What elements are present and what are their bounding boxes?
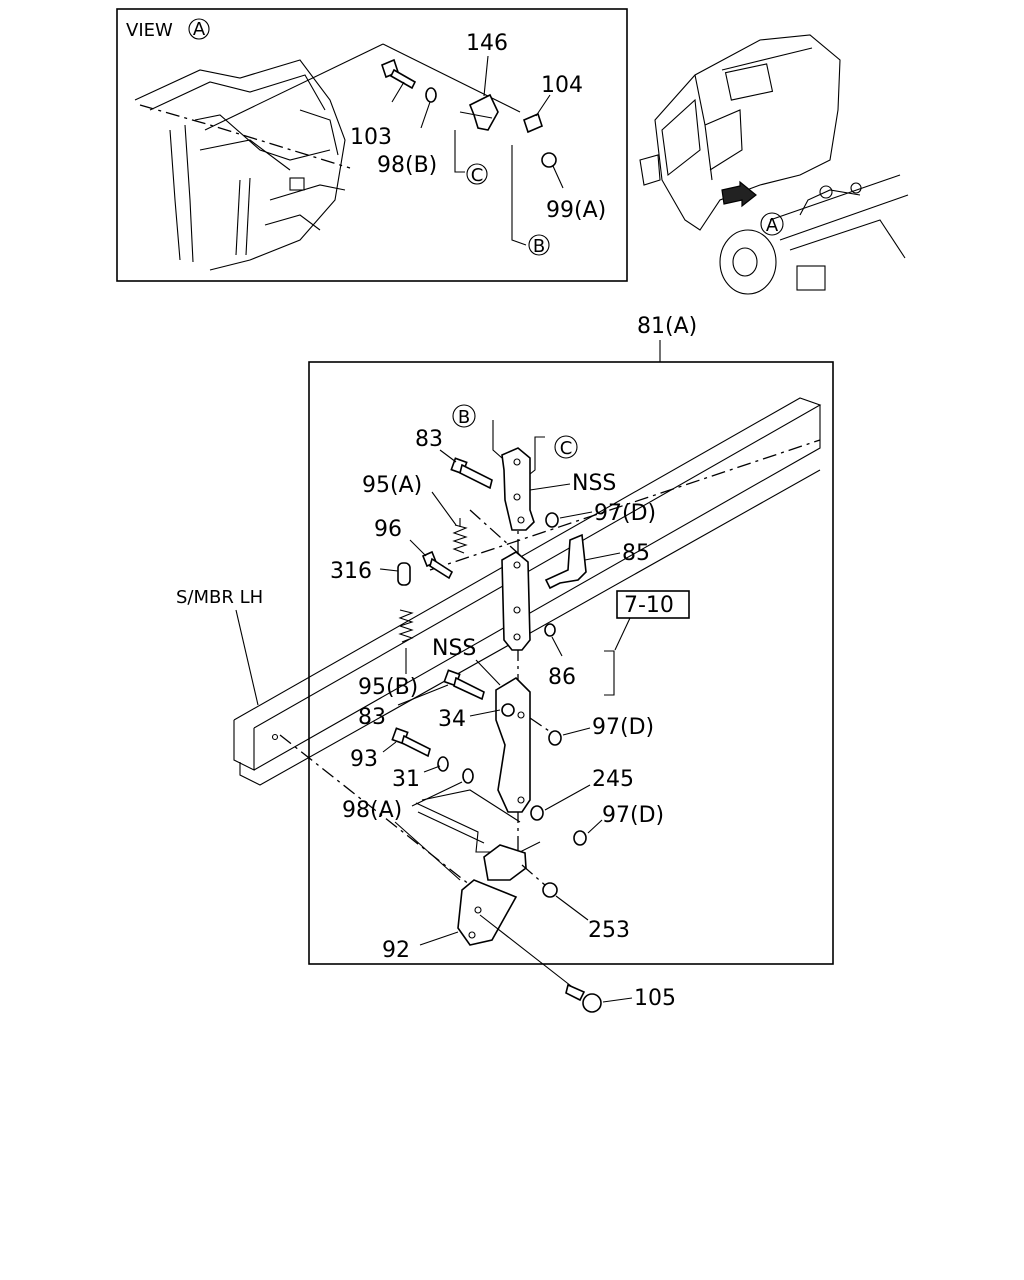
washer-31 xyxy=(437,756,449,772)
label-146: 146 xyxy=(466,31,508,56)
spring-95a xyxy=(452,518,468,554)
ref-circle-c-view xyxy=(466,163,488,185)
washer-245 xyxy=(530,805,544,821)
label-93: 93 xyxy=(350,747,378,772)
label-34: 34 xyxy=(438,707,466,732)
label-96: 96 xyxy=(374,517,402,542)
label-nss-top: NSS xyxy=(572,471,616,496)
washer-98a xyxy=(462,768,474,784)
washer-97d-top xyxy=(545,512,559,528)
bracket-92 xyxy=(457,844,527,946)
ref-circle-c-main xyxy=(554,435,578,459)
spring-95b xyxy=(398,609,414,643)
truck-callout-letter: A xyxy=(766,215,779,236)
label-97d-3: 97(D) xyxy=(602,803,664,828)
truck-callout-circle xyxy=(760,212,784,236)
label-97d-2: 97(D) xyxy=(592,715,654,740)
bracket-146 xyxy=(459,93,499,131)
pin-83-mid xyxy=(443,669,485,701)
washer-98b xyxy=(425,87,437,103)
clip-86 xyxy=(544,623,556,637)
lower-link xyxy=(495,676,531,813)
bolt-105 xyxy=(479,914,602,1013)
ref-letter-c-view: C xyxy=(471,165,484,186)
ref-circle-b-main xyxy=(452,404,476,428)
label-253: 253 xyxy=(588,918,630,943)
label-smbr-lh: S/MBR LH xyxy=(176,587,263,608)
label-95b: 95(B) xyxy=(358,675,418,700)
label-245: 245 xyxy=(592,767,634,792)
label-105: 105 xyxy=(634,986,676,1011)
nut-253 xyxy=(542,882,558,898)
ref-letter-b-main: B xyxy=(458,407,470,428)
upper-link xyxy=(501,447,535,531)
label-nss-mid: NSS xyxy=(432,636,476,661)
label-83-mid: 83 xyxy=(358,705,386,730)
pin-93 xyxy=(391,727,431,758)
truck-illustration: A xyxy=(639,34,909,295)
view-a-inset: VIEW A xyxy=(116,8,628,282)
ref-circle-b-view xyxy=(528,234,550,256)
lever-85 xyxy=(544,533,587,590)
bolt-103 xyxy=(381,58,417,90)
washer-97d-bottom xyxy=(573,830,587,846)
label-98a: 98(A) xyxy=(342,798,402,823)
ref-box-7-10 xyxy=(616,590,690,619)
bushing-34 xyxy=(501,703,515,717)
pin-96 xyxy=(421,550,454,580)
assembly-frame xyxy=(308,361,834,965)
pin-83-top xyxy=(450,457,493,490)
label-97d-1: 97(D) xyxy=(594,501,656,526)
bolt-104 xyxy=(523,112,543,134)
label-7-10: 7-10 xyxy=(624,593,674,618)
middle-link xyxy=(501,551,531,651)
view-a-title: VIEW xyxy=(126,20,173,41)
pin-316 xyxy=(397,562,411,586)
label-86: 86 xyxy=(548,665,576,690)
leader-b-main xyxy=(492,420,503,459)
label-103: 103 xyxy=(350,125,392,150)
label-104: 104 xyxy=(541,73,583,98)
label-85: 85 xyxy=(622,541,650,566)
nut-99a xyxy=(541,152,557,168)
ref-letter-b-view: B xyxy=(533,236,545,257)
view-a-frame xyxy=(116,8,628,282)
view-leader-line xyxy=(204,43,384,131)
label-99a: 99(A) xyxy=(546,198,606,223)
washer-97d-mid xyxy=(548,730,562,746)
view-a-circle-letter: A xyxy=(193,19,206,40)
view-a-circle xyxy=(188,18,210,40)
label-83-top: 83 xyxy=(415,427,443,452)
label-81a: 81(A) xyxy=(637,314,697,339)
main-assembly: 81(A) B C xyxy=(176,314,834,965)
frame-sketch xyxy=(134,59,351,271)
label-95a: 95(A) xyxy=(362,473,422,498)
view-direction-arrow-icon xyxy=(721,180,757,208)
label-31: 31 xyxy=(392,767,420,792)
label-98b: 98(B) xyxy=(377,153,437,178)
ref-letter-c-main: C xyxy=(560,438,573,459)
label-92: 92 xyxy=(382,938,410,963)
label-316: 316 xyxy=(330,559,372,584)
front-wheel xyxy=(719,229,777,295)
